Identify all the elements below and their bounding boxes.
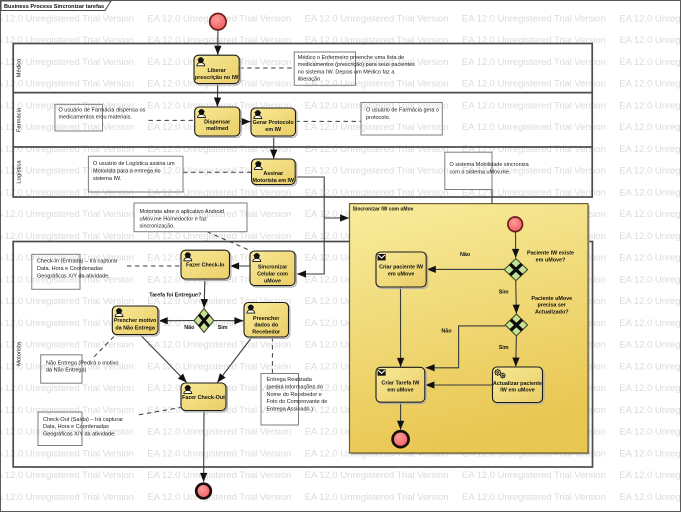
svg-text:da Não Entrega): da Não Entrega) (46, 368, 87, 374)
svg-text:Gerar Protocolo: Gerar Protocolo (253, 120, 295, 126)
svg-text:em uMove?: em uMove? (536, 258, 566, 264)
svg-text:Recebedor: Recebedor (252, 329, 281, 335)
svg-text:protocolo.: protocolo. (366, 115, 391, 121)
svg-text:Business Process Sincronizar t: Business Process Sincronizar tarefas (4, 4, 104, 10)
svg-text:da Não Entrega: da Não Entrega (115, 326, 156, 332)
svg-text:mat/med: mat/med (206, 126, 228, 132)
svg-text:dados do: dados do (254, 322, 279, 328)
svg-text:medicamentos e/ou materiais.: medicamentos e/ou materiais. (59, 115, 133, 121)
svg-text:uMove: uMove (264, 278, 281, 284)
svg-text:Médico: Médico (16, 59, 22, 78)
svg-text:Entrega Realizada: Entrega Realizada (267, 377, 313, 383)
svg-text:Logística: Logística (16, 160, 22, 184)
svg-text:Sim: Sim (499, 290, 509, 296)
svg-text:Paciente IW existe: Paciente IW existe (527, 251, 574, 257)
svg-text:Não: Não (184, 325, 195, 331)
svg-text:Médico o Enfermeiro preenche u: Médico o Enfermeiro preenche uma lista d… (298, 55, 404, 61)
svg-text:sincronização.: sincronização. (140, 224, 176, 230)
svg-text:Data, Hora e Coordenadas: Data, Hora e Coordenadas (43, 424, 109, 430)
svg-text:Prencher motivo: Prencher motivo (114, 318, 157, 324)
svg-text:uMov.me Homedoctor e faz: uMov.me Homedoctor e faz (140, 216, 207, 222)
svg-text:Sim: Sim (499, 345, 509, 351)
svg-text:O usuário de Logística assina: O usuário de Logística assina um (93, 161, 175, 167)
svg-text:Fazer Check-In: Fazer Check-In (186, 263, 224, 269)
svg-text:com o sistema uMov.me.: com o sistema uMov.me. (450, 169, 511, 175)
svg-text:Assinar: Assinar (263, 171, 284, 177)
svg-text:Motorista para a entrega no: Motorista para a entrega no (93, 169, 161, 175)
svg-text:Tarefa foi Entregue?: Tarefa foi Entregue? (149, 292, 201, 298)
svg-text:Motorista em IW: Motorista em IW (252, 178, 295, 184)
svg-text:Motorista abre o aplicativo An: Motorista abre o aplicativo Android (140, 209, 224, 215)
svg-text:liberação: liberação (298, 77, 320, 83)
svg-text:em IW: em IW (265, 127, 282, 133)
svg-text:Criar Tarefa IW: Criar Tarefa IW (381, 380, 420, 386)
svg-text:Geográficas X/Y da atividade.: Geográficas X/Y da atividade. (43, 432, 116, 438)
svg-text:Não: Não (441, 328, 452, 334)
svg-text:Geográficas X/Y da atividade.: Geográficas X/Y da atividade. (37, 273, 110, 279)
svg-text:Motorista: Motorista (16, 341, 22, 366)
svg-text:Preencher: Preencher (253, 316, 280, 322)
svg-text:Fazer Check-Out: Fazer Check-Out (182, 395, 225, 401)
svg-text:Check-Out (Saída) – Irá captur: Check-Out (Saída) – Irá capturar (43, 417, 123, 423)
svg-text:Sim: Sim (218, 325, 228, 331)
svg-text:Não: Não (460, 252, 471, 258)
svg-text:precisa ser: precisa ser (538, 303, 567, 309)
svg-text:Entrega Assinado.): Entrega Assinado.) (267, 406, 314, 412)
svg-text:O usuário de Farmácia gera o: O usuário de Farmácia gera o (366, 108, 439, 114)
svg-text:Sincronizar IW com uMov: Sincronizar IW com uMov (353, 206, 414, 212)
svg-text:Celular com: Celular com (257, 272, 288, 278)
svg-text:sistema IW.: sistema IW. (93, 176, 122, 182)
svg-text:em uMove: em uMove (388, 272, 414, 278)
svg-text:Data, Hora e Coordenadas: Data, Hora e Coordenadas (37, 266, 103, 272)
svg-text:Criar paciente IW: Criar paciente IW (379, 264, 424, 270)
svg-text:Nome do Recebedor e: Nome do Recebedor e (267, 392, 322, 398)
svg-text:medicamentos (prescrição) para: medicamentos (prescrição) para seus paci… (298, 62, 415, 68)
svg-text:Paciente uMove: Paciente uMove (531, 296, 572, 302)
svg-text:Actualizado?: Actualizado? (535, 309, 569, 315)
svg-text:O sistema Mobilidade sincroniz: O sistema Mobilidade sincroniza (450, 162, 530, 168)
svg-text:Farmácia: Farmácia (16, 107, 22, 132)
svg-text:Sincronizar: Sincronizar (258, 264, 288, 270)
svg-text:Dispensar: Dispensar (204, 119, 231, 125)
svg-text:em uMove: em uMove (387, 388, 413, 394)
svg-text:Foto do Comprovante de: Foto do Comprovante de (267, 399, 328, 405)
svg-text:Não Entrega (Pedirá o motivo: Não Entrega (Pedirá o motivo (46, 360, 118, 366)
svg-text:Check-In (Entrada) – Irá captu: Check-In (Entrada) – Irá capturar (37, 259, 118, 265)
svg-text:Actualizar paciente: Actualizar paciente (493, 381, 542, 387)
svg-text:prescrição no IW: prescrição no IW (195, 75, 239, 81)
svg-text:IW em uMove: IW em uMove (500, 387, 534, 393)
svg-text:Liberar: Liberar (207, 68, 226, 74)
svg-text:no sistema IW. Depois um Médic: no sistema IW. Depois um Médico faz a (298, 69, 396, 75)
svg-text:O usuário de Farmácia dispensa: O usuário de Farmácia dispensa os (59, 107, 146, 113)
svg-text:(pedirá informações do: (pedirá informações do (267, 385, 323, 391)
